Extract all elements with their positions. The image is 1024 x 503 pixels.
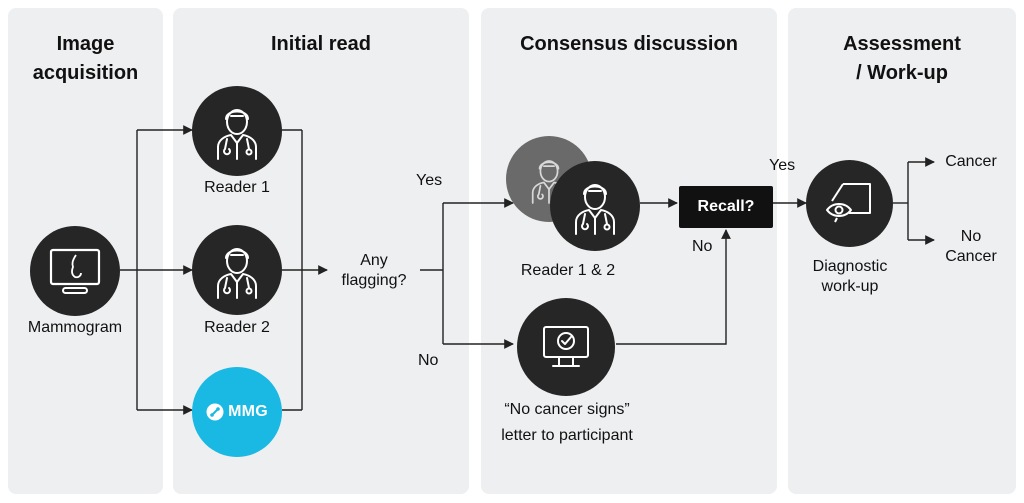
workup-label: Diagnostic work-up — [812, 258, 888, 295]
flag-no-label: No — [418, 352, 439, 369]
flagging-decision: Any flagging? — [341, 252, 407, 289]
flag-yes-label: Yes — [416, 172, 443, 189]
stage-title-consensus: Consensus discussion — [520, 33, 738, 55]
letter-label: “No cancer signs” letter to participant — [501, 401, 633, 444]
mmg-label: MMG — [228, 403, 268, 420]
reader1-node — [192, 86, 282, 176]
letter-node — [517, 298, 615, 396]
eye-scan-icon — [825, 182, 871, 222]
link-icon — [206, 403, 224, 421]
monitor-check-icon — [543, 326, 589, 367]
mmg-node: MMG — [192, 367, 282, 457]
mammogram-monitor-icon — [49, 248, 101, 294]
stage-panel-consensus: Consensus discussion — [481, 8, 777, 494]
reader2-node — [192, 225, 282, 315]
reader2-label: Reader 2 — [204, 319, 270, 336]
doctor-icon — [217, 109, 257, 160]
stage-title-initial-read: Initial read — [270, 33, 372, 55]
workup-node — [806, 160, 893, 247]
stage-panel-assessment: Assessment / Work-up — [788, 8, 1016, 494]
reader1-label: Reader 1 — [204, 179, 270, 196]
doctor-icon — [575, 184, 615, 235]
readers12-label: Reader 1 & 2 — [520, 262, 616, 279]
recall-yes-label: Yes — [769, 157, 796, 174]
recall-decision: Recall? — [679, 186, 773, 228]
outcome-cancer: Cancer — [945, 153, 997, 170]
edge-recall-no — [616, 229, 731, 345]
mammogram-label: Mammogram — [27, 319, 123, 336]
doctor-icon — [217, 248, 257, 299]
mammogram-node — [30, 226, 120, 316]
stage-title-acquisition: Image acquisition — [32, 33, 139, 84]
outcome-no-cancer: No Cancer — [945, 228, 997, 265]
recall-no-label: No — [692, 238, 713, 255]
reader-front-node — [550, 161, 640, 251]
stage-title-assessment: Assessment / Work-up — [843, 33, 961, 84]
